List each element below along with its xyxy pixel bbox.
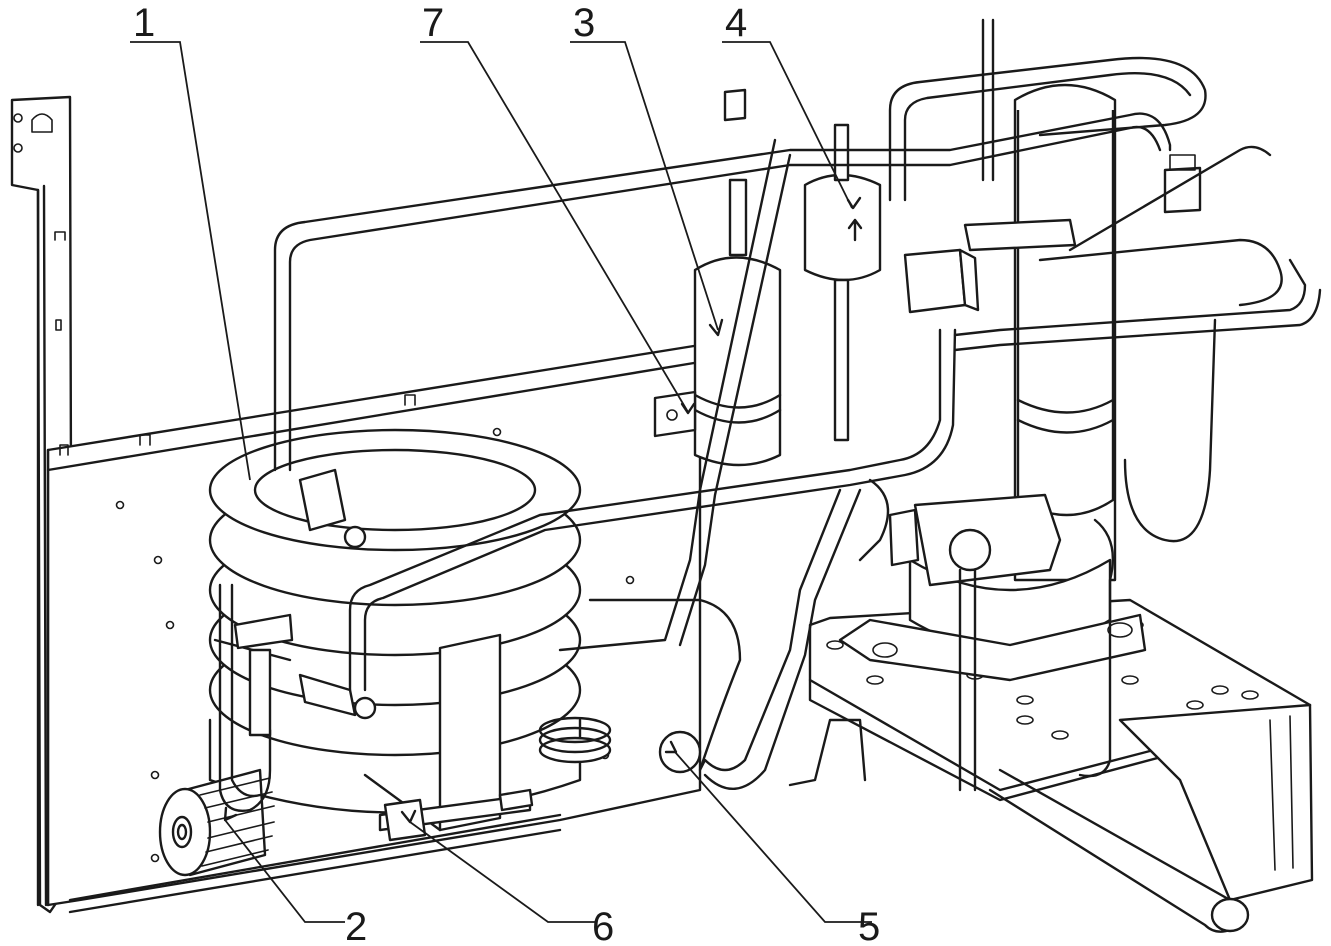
piping xyxy=(213,18,1322,933)
callout-labels: 1 2 3 4 5 6 7 xyxy=(133,1,880,946)
filter xyxy=(803,123,882,442)
callout-6: 6 xyxy=(592,905,614,946)
fan-motor xyxy=(158,768,275,877)
coil-valves xyxy=(233,468,377,737)
leader-1 xyxy=(130,41,251,481)
callout-7: 7 xyxy=(422,1,444,45)
callout-4: 4 xyxy=(725,1,747,45)
small-coil xyxy=(538,716,612,764)
leader-4 xyxy=(722,41,853,209)
leader-lines xyxy=(130,41,872,923)
panel-holes xyxy=(115,427,635,863)
callout-1: 1 xyxy=(133,1,155,45)
leader-7 xyxy=(420,41,689,413)
callout-3: 3 xyxy=(573,1,595,45)
leader-3 xyxy=(570,41,719,331)
leader-5 xyxy=(674,751,872,923)
panel-studs xyxy=(54,231,416,456)
start-relay xyxy=(888,493,1062,587)
compressor xyxy=(838,83,1217,682)
leader-6 xyxy=(409,821,595,923)
callout-5: 5 xyxy=(858,905,880,946)
callout-2: 2 xyxy=(345,905,367,946)
solenoid-valve xyxy=(903,218,1077,314)
leader-2 xyxy=(224,819,345,923)
base-plate-holes xyxy=(826,620,1259,740)
